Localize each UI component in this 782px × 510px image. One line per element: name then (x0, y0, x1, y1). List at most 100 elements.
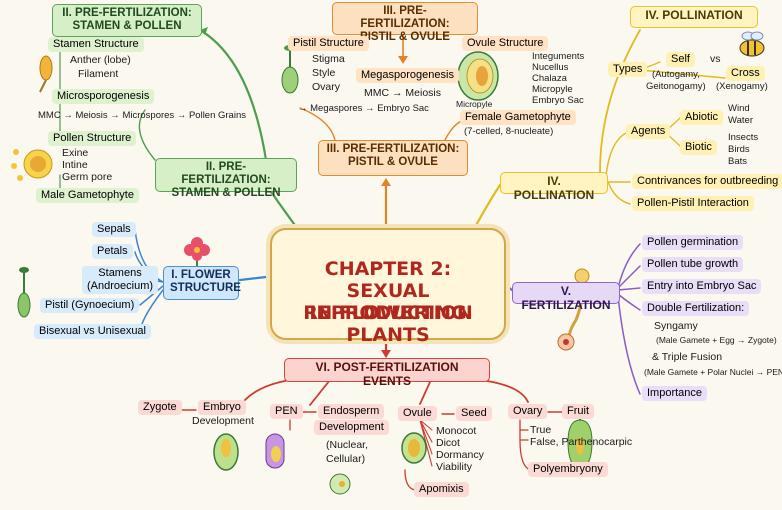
flower-icon (184, 237, 210, 280)
megasporogenesis-label: Megasporogenesis (356, 68, 459, 84)
central-topic: CHAPTER 2: SEXUAL REPRODUCTION IN FLOWER… (270, 228, 506, 346)
central-line-1: CHAPTER 2: (324, 258, 452, 280)
embryo-sac-label: Embryo Sac (532, 95, 584, 106)
endosperm-label: Endosperm (318, 404, 385, 420)
pistil-ovule-box: III. PRE-FERTILIZATION: PISTIL & OVULE (318, 140, 468, 176)
apomixis-label: Apomixis (414, 482, 469, 498)
viability-label: Viability (436, 461, 472, 473)
fruit-label: Fruit (562, 404, 594, 420)
stamen-pollen-title-a: II. PRE-FERTILIZATION: (181, 161, 271, 187)
male-gametophyte-label: Male Gametophyte (36, 188, 139, 204)
endosperm-icon (265, 433, 351, 495)
embryo-development-label: Development (192, 415, 254, 427)
intine-label: Intine (62, 159, 88, 171)
pollen-pistil-interaction-label: Pollen-Pistil Interaction (632, 196, 754, 212)
flower-structure-title-a: I. FLOWER (171, 269, 231, 281)
anther-icon (39, 55, 53, 93)
pistil-ovule-top-box: III. PRE-FERTILIZATION: PISTIL & OVULE (332, 2, 478, 43)
female-gametophyte-label: Female Gametophyte (460, 110, 576, 126)
self-pollination-label: Self (666, 52, 695, 68)
pollen-tube-growth-label: Pollen tube growth (642, 257, 744, 273)
pistil-label: Pistil (Gynoecium) (40, 298, 140, 314)
pistil-ovule-title-b: PISTIL & OVULE (348, 156, 438, 169)
pistil-ovule-top-title-b: PISTIL & OVULE (360, 31, 450, 44)
syngamy-note: (Male Gamete + Egg → Zygote) (656, 335, 777, 345)
pollen-tube-icon (557, 268, 590, 351)
stamens-text: Stamens (98, 267, 142, 279)
nucellus-label: Nucellus (532, 62, 569, 73)
dormancy-label: Dormancy (436, 449, 484, 461)
syngamy-label: Syngamy (654, 320, 698, 332)
abiotic-label: Abiotic (680, 110, 724, 126)
germ-pore-label: Germ pore (62, 171, 113, 183)
pistil-structure-label: Pistil Structure (288, 36, 369, 52)
micropyle-label-2: Micropyle (456, 99, 493, 109)
double-fertilization-label: Double Fertilization: (642, 301, 750, 317)
zygote-label: Zygote (138, 400, 182, 416)
water-label: Water (728, 115, 753, 126)
dicot-label: Dicot (436, 437, 460, 449)
self-note-2: Geitonogamy) (646, 81, 706, 92)
stigma-label: Stigma (312, 53, 345, 65)
microsporogenesis-chain: MMC → Meiosis → Microspores → Pollen Gra… (38, 110, 246, 121)
megasporogenesis-chain: MMC → Meiosis (364, 87, 442, 99)
triple-fusion-note: (Male Gamete + Polar Nuclei → PEN) (644, 367, 782, 377)
stamen-pollen-top-box: II. PRE-FERTILIZATION: STAMEN & POLLEN (52, 4, 202, 37)
stamen-structure-label: Stamen Structure (48, 37, 144, 53)
pistil-icon (281, 45, 299, 94)
seed-label: Seed (456, 406, 492, 422)
stamens-label: Stamens (Androecium) (82, 266, 159, 295)
chalaza-label: Chalaza (532, 73, 567, 84)
importance-label: Importance (642, 386, 708, 402)
self-note-1: (Autogamy, (652, 69, 700, 80)
insects-label: Insects (728, 132, 759, 143)
pen-label: PEN (270, 404, 303, 420)
stamen-pollen-top-title-a: II. PRE-FERTILIZATION: (62, 7, 192, 19)
cross-note: (Xenogamy) (716, 81, 768, 92)
ovule-icon (457, 51, 499, 101)
bisexual-unisexual-label: Bisexual vs Unisexual (34, 324, 151, 340)
pistil-ovule-title-a: III. PRE-FERTILIZATION: (326, 143, 460, 155)
stamen-pollen-title-b: STAMEN & POLLEN (171, 187, 281, 200)
pollen-structure-label: Pollen Structure (48, 131, 137, 147)
embryo-icon (213, 433, 239, 471)
bats-label: Bats (728, 156, 748, 167)
central-line-2: SEXUAL REPRODUCTION (303, 280, 473, 324)
pollination-box: IV. POLLINATION (500, 172, 608, 202)
pollen-grain-icon (11, 149, 53, 181)
stamen-pollen-box: II. PRE-FERTILIZATION: STAMEN & POLLEN (155, 158, 297, 199)
endosperm-note-1: (Nuclear, (326, 439, 369, 451)
polyembryony-label: Polyembryony (528, 462, 608, 478)
megasporogenesis-chain-2: → Megaspores → Embryo Sac (298, 103, 429, 114)
ovary-label: Ovary (508, 404, 548, 420)
integuments-label: Integuments (532, 51, 585, 62)
false-fruit-label: False, Parthenocarpic (530, 436, 633, 448)
petals-label: Petals (92, 244, 133, 260)
endosperm-note-2: Cellular) (326, 453, 366, 465)
contrivances-label: Contrivances for outbreeding (632, 174, 782, 190)
vs-label: vs (710, 53, 721, 65)
filament-label: Filament (78, 68, 119, 80)
flower-structure-box: I. FLOWER STRUCTURE (163, 266, 241, 300)
agents-label: Agents (626, 124, 671, 140)
central-line-3: IN FLOWERING PLANTS (309, 302, 467, 346)
birds-label: Birds (728, 144, 750, 155)
pollen-germination-label: Pollen germination (642, 235, 744, 251)
anther-label: Anther (lobe) (70, 54, 131, 66)
triple-fusion-label: & Triple Fusion (652, 351, 723, 363)
seed-icon (401, 432, 427, 464)
endosperm-development-label: Development (314, 420, 389, 436)
entry-embryo-sac-label: Entry into Embryo Sac (642, 279, 762, 295)
types-label: Types (608, 62, 648, 78)
pistil-ovule-top-title-a: III. PRE-FERTILIZATION: (360, 5, 450, 31)
true-fruit-label: True (530, 424, 552, 436)
female-gametophyte-note: (7-celled, 8-nucleate) (464, 126, 554, 137)
ovule-label: Ovule (398, 406, 437, 422)
androecium-text: (Androecium) (87, 280, 154, 293)
embryo-label: Embryo (198, 400, 246, 416)
ovary-label: Ovary (312, 81, 341, 93)
fertilization-box: V. FERTILIZATION (512, 282, 620, 312)
pistil-icon (17, 267, 31, 318)
bee-icon (739, 31, 765, 57)
